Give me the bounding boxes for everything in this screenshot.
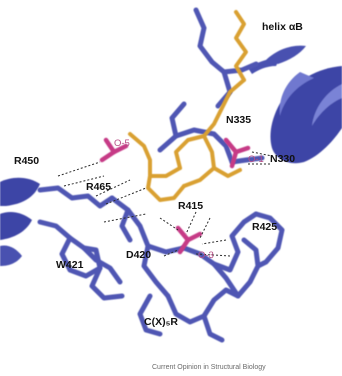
residue-w421-label: W421 — [56, 259, 84, 271]
hydrogen-bonds — [57, 151, 273, 257]
residue-d420-label: D420 — [126, 249, 151, 261]
ligand-sticks — [128, 10, 248, 202]
motif-label: C(X)₅R — [144, 316, 178, 328]
residue-r450-label: R450 — [14, 155, 39, 167]
oxygen-o1-label: O-1 — [248, 154, 264, 165]
helix-ribbon — [248, 45, 342, 164]
oxygen-o5-label: O-5 — [114, 138, 130, 149]
protein-sticks — [37, 7, 285, 343]
residue-r465-label: R465 — [86, 181, 111, 193]
source-credit: Current Opinion in Structural Biology — [152, 364, 266, 371]
left-helix-ribbon — [0, 177, 40, 266]
oxygen-o3-label: O-3 — [198, 250, 214, 261]
residue-n330-label: N330 — [270, 153, 295, 165]
residue-r415-label: R415 — [178, 200, 203, 212]
residue-r425-label: R425 — [252, 221, 277, 233]
residue-n335-label: N335 — [226, 114, 251, 126]
phosphate-sticks — [99, 137, 251, 255]
helix-label: helix αB — [262, 21, 303, 33]
